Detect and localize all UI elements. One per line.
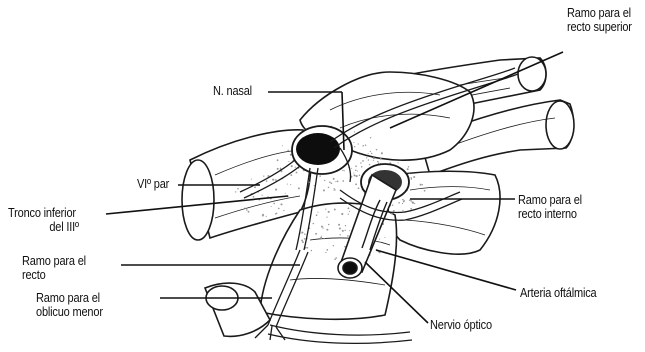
label-recto-interno-line2: recto interno bbox=[518, 207, 582, 221]
label-n-nasal: N. nasal bbox=[213, 84, 252, 98]
leader-arteria-oftalmica bbox=[376, 250, 516, 290]
label-tronco-inferior-line2: del IIIº bbox=[8, 220, 79, 234]
label-oblicuo-menor-line2: oblicuo menor bbox=[36, 305, 103, 319]
label-recto-superior-line2: recto superior bbox=[567, 20, 632, 34]
label-tronco-inferior-line1: Tronco inferior bbox=[8, 206, 79, 220]
label-tronco-inferior: Tronco inferior del IIIº bbox=[8, 206, 79, 234]
label-recto-interno-line1: Ramo para el bbox=[518, 193, 582, 207]
label-recto-superior-line1: Ramo para el bbox=[567, 6, 632, 20]
label-oblicuo-menor-line1: Ramo para el bbox=[36, 291, 103, 305]
label-ramo-recto-line1: Ramo para el bbox=[22, 254, 86, 268]
label-arteria-oftalmica: Arteria oftálmica bbox=[520, 286, 596, 300]
label-oblicuo-menor: Ramo para el oblicuo menor bbox=[36, 291, 103, 319]
label-recto-interno: Ramo para el recto interno bbox=[518, 193, 582, 221]
label-vi-par: VIº par bbox=[137, 177, 169, 191]
label-recto-superior: Ramo para el recto superior bbox=[567, 6, 632, 34]
label-nervio-optico: Nervio óptico bbox=[430, 318, 492, 332]
label-ramo-recto-line2: recto bbox=[22, 268, 86, 282]
label-ramo-recto: Ramo para el recto bbox=[22, 254, 86, 282]
